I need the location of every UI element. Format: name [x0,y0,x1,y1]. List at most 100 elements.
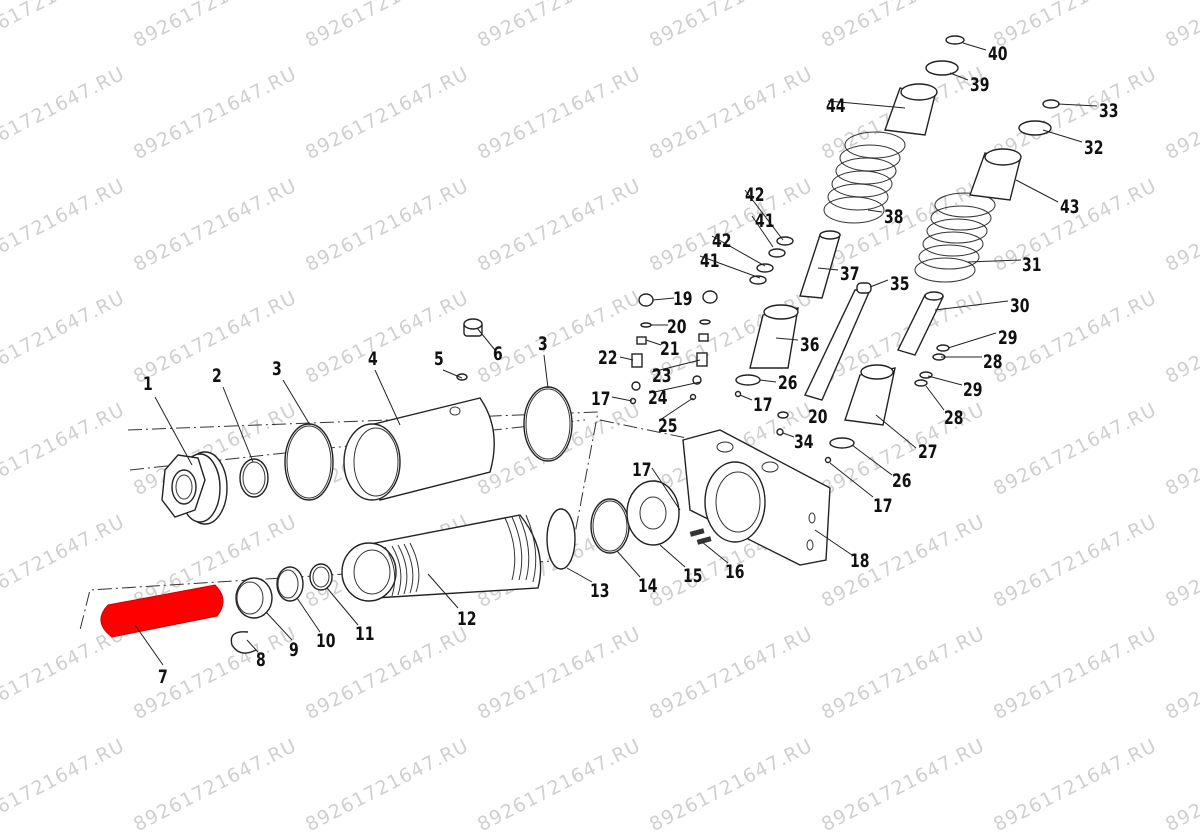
part-label-9[interactable]: 9 [289,639,299,661]
part-label-35[interactable]: 35 [890,273,910,295]
part-label-23[interactable]: 23 [652,365,672,387]
part-label-21[interactable]: 21 [660,338,680,360]
part-42-washer[interactable] [756,263,774,273]
part-23-spring[interactable] [696,352,708,367]
part-label-16[interactable]: 16 [725,561,745,583]
part-30-plunger[interactable] [897,291,945,356]
part-label-7[interactable]: 7 [158,666,168,688]
part-label-3b[interactable]: 3 [538,333,548,355]
part-34-ball[interactable] [776,428,784,436]
part-label-28b[interactable]: 28 [944,407,964,429]
part-label-12[interactable]: 12 [457,608,477,630]
part-label-8[interactable]: 8 [256,649,266,671]
part-label-17b[interactable]: 17 [753,394,773,416]
part-label-13[interactable]: 13 [590,580,610,602]
part-label-32[interactable]: 32 [1084,137,1104,159]
part-1-plug[interactable] [161,451,228,525]
part-7-piston-highlighted[interactable] [100,584,224,638]
part-29-ring[interactable] [936,344,950,352]
part-label-22[interactable]: 22 [598,347,618,369]
part-41-washer[interactable] [749,275,767,285]
part-label-14[interactable]: 14 [638,575,658,597]
part-43-sleeve[interactable] [969,148,1022,201]
watermark-text: 89261721647.RU [818,734,989,836]
part-3b-oring[interactable] [523,386,573,462]
part-label-17a[interactable]: 17 [591,388,611,410]
part-22-spring[interactable] [631,353,643,368]
part-27-pump-barrel[interactable] [844,364,896,426]
part-label-37[interactable]: 37 [840,263,860,285]
part-19-screws[interactable] [638,290,718,307]
part-label-4[interactable]: 4 [368,348,378,370]
part-label-41a[interactable]: 41 [755,210,775,232]
part-label-28a[interactable]: 28 [983,351,1003,373]
part-39-cap[interactable] [925,60,959,76]
part-24-seat[interactable] [631,381,641,391]
part-label-18[interactable]: 18 [850,550,870,572]
part-label-26a[interactable]: 26 [778,372,798,394]
part-15-seal-disk[interactable] [626,480,680,546]
part-10-ring[interactable] [276,566,304,602]
part-label-27[interactable]: 27 [918,441,938,463]
part-20b-washer[interactable] [777,411,789,419]
part-label-39[interactable]: 39 [970,74,990,96]
part-label-29a[interactable]: 29 [998,327,1018,349]
part-label-15[interactable]: 15 [683,565,703,587]
part-label-40[interactable]: 40 [988,43,1008,65]
part-13-ring[interactable] [546,508,576,570]
part-36-pump-barrel[interactable] [749,304,799,369]
part-31-spring[interactable] [914,192,996,283]
part-32-cap[interactable] [1018,120,1052,136]
part-2-ring[interactable] [239,458,269,498]
part-label-26b[interactable]: 26 [892,470,912,492]
part-20-washer[interactable] [640,322,652,328]
part-8-circlip[interactable] [230,631,257,654]
part-label-17c[interactable]: 17 [632,459,652,481]
part-label-44[interactable]: 44 [826,95,846,117]
watermark-text: 89261721647.RU [646,734,817,836]
part-12-inner-tube[interactable] [341,514,542,602]
part-label-5[interactable]: 5 [434,348,444,370]
part-21-nut[interactable] [636,336,647,345]
part-label-6[interactable]: 6 [493,343,503,365]
part-label-3[interactable]: 3 [272,358,282,380]
part-label-29b[interactable]: 29 [963,379,983,401]
part-9-bushing[interactable] [235,577,273,619]
part-label-34[interactable]: 34 [794,431,814,453]
part-label-33[interactable]: 33 [1099,100,1119,122]
part-label-43[interactable]: 43 [1060,196,1080,218]
part-6-plug-screw[interactable] [463,318,483,337]
part-label-25[interactable]: 25 [658,415,678,437]
part-26-washer[interactable] [735,374,761,386]
part-18-pump-body[interactable] [682,429,831,566]
part-label-30[interactable]: 30 [1010,295,1030,317]
part-33-clip[interactable] [1042,99,1060,109]
part-label-1[interactable]: 1 [143,373,153,395]
part-3-oring[interactable] [284,423,334,501]
part-label-24[interactable]: 24 [648,387,668,409]
part-label-20a[interactable]: 20 [667,316,687,338]
part-label-20b[interactable]: 20 [808,406,828,428]
part-26b-washer[interactable] [829,437,855,449]
part-label-41b[interactable]: 41 [700,250,720,272]
part-label-42b[interactable]: 42 [712,230,732,252]
part-4-cylinder[interactable] [343,397,495,501]
part-5-washer[interactable] [456,373,468,381]
part-label-42a[interactable]: 42 [745,184,765,206]
part-37-plunger[interactable] [799,230,841,299]
part-label-19[interactable]: 19 [673,288,693,310]
part-label-17d[interactable]: 17 [873,495,893,517]
part-label-31[interactable]: 31 [1022,254,1042,276]
part-label-11[interactable]: 11 [355,623,375,645]
part-38-spring[interactable] [823,131,906,224]
part-label-2[interactable]: 2 [212,365,222,387]
part-35-handle-socket[interactable] [804,282,872,401]
part-label-38[interactable]: 38 [884,206,904,228]
part-44-sleeve[interactable] [884,83,938,136]
part-14-ring[interactable] [590,498,630,554]
watermark-text: 89261721647.RU [0,734,129,836]
part-16-setscrew[interactable] [689,528,705,537]
part-40-clip[interactable] [945,35,965,45]
part-label-10[interactable]: 10 [316,630,336,652]
part-label-36[interactable]: 36 [800,334,820,356]
